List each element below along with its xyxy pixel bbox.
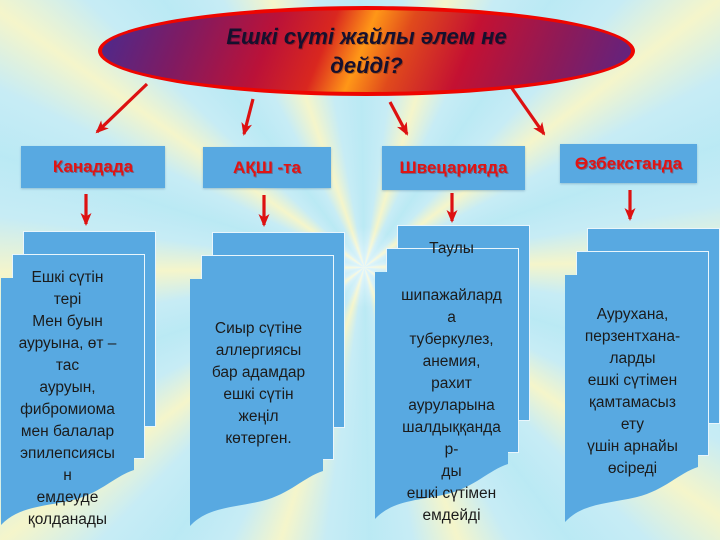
card-stack-switzerland: [375, 225, 555, 525]
arrow-ellipse-to-switzerland-icon: [388, 101, 409, 136]
country-box-uzbekistan: Өзбекстанда: [560, 144, 697, 183]
country-label: Швецарияда: [399, 158, 508, 177]
note-uzbekistan: Аурухана, перзентхана- ларды ешкі сүтіме…: [584, 306, 681, 477]
note-usa: Сиыр сүтіне аллергиясы бар адамдар ешкі …: [211, 320, 306, 447]
note-switzerland: шипажайлард а туберкулез, анемия, рахит …: [401, 287, 502, 524]
slide-title: Ешкі сүті жайлы әлем не дейді?: [226, 23, 507, 78]
card-stack-canada: [1, 231, 181, 531]
country-box-canada: Канадада: [21, 146, 165, 188]
card-stack-uzbekistan: [565, 228, 720, 528]
country-label: Канадада: [52, 157, 134, 176]
arrow-ellipse-to-canada-icon: [95, 82, 149, 134]
note-header-switzerland: Таулы: [429, 240, 474, 257]
country-box-switzerland: Швецарияда: [382, 146, 525, 190]
arrow-ellipse-to-usa-icon: [241, 98, 255, 136]
card-stack-usa: [190, 232, 370, 532]
note-canada: Ешкі сүтін тері Мен буын ауруына, өт – т…: [18, 269, 117, 528]
country-label: АҚШ -та: [233, 157, 301, 177]
arrow-ellipse-to-uzbekistan-icon: [507, 83, 546, 136]
country-label: Өзбекстанда: [574, 153, 683, 173]
country-box-usa: АҚШ -та: [203, 147, 331, 188]
title-ellipse: Ешкі сүті жайлы әлем не дейді?: [98, 6, 635, 96]
